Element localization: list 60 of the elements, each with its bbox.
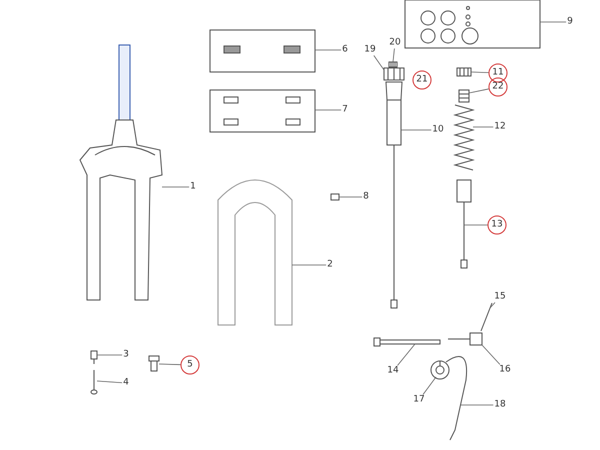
callout-number: 17 — [412, 394, 426, 406]
valve-drawing — [148, 356, 160, 372]
leader-line — [397, 344, 416, 366]
circled-callout-number: 22 — [488, 78, 508, 96]
callout-number: 7 — [341, 104, 349, 116]
callout-number: 2 — [326, 260, 334, 270]
callout-number: 3 — [122, 350, 130, 360]
callout-number: 14 — [386, 366, 400, 376]
callout-number: 19 — [363, 44, 377, 56]
callout-number: 4 — [122, 378, 130, 388]
callout-number: 9 — [566, 16, 574, 28]
callout-number: 18 — [493, 400, 507, 410]
circled-callout-number: 13 — [488, 216, 506, 234]
leader-line — [292, 264, 327, 266]
fork-crown-drawing — [79, 44, 163, 300]
leader-line — [460, 404, 494, 406]
leader-line — [470, 72, 489, 74]
bolt-drawing — [90, 350, 98, 364]
top-cap-drawing — [456, 68, 472, 76]
leader-line — [96, 380, 123, 384]
circled-callout-number: 11 — [488, 64, 508, 82]
leader-line — [482, 344, 500, 365]
leader-line — [422, 376, 436, 395]
callout-number: 10 — [431, 124, 445, 136]
circled-callout-number: 21 — [412, 70, 432, 90]
leader-line — [392, 48, 395, 62]
axle-nut-drawing — [448, 332, 482, 346]
spacer-drawing — [458, 90, 470, 102]
seal-kit-drawing — [404, 0, 540, 48]
callout-number: 16 — [498, 364, 512, 376]
callout-number: 20 — [388, 38, 402, 48]
damper-cap-drawing — [384, 68, 404, 80]
knob-drawing — [388, 62, 398, 68]
leader-line — [96, 354, 123, 356]
leader-line — [162, 186, 190, 188]
bumper-kit-drawing — [210, 90, 316, 132]
callout-number: 15 — [493, 292, 507, 302]
spring-drawing — [453, 104, 475, 170]
leader-line — [373, 55, 384, 70]
spring-rod-drawing — [456, 180, 472, 268]
leader-line — [464, 224, 488, 226]
bumper-kit-drawing — [210, 30, 316, 72]
leader-line — [490, 302, 496, 308]
damper-cartridge-drawing — [385, 82, 403, 308]
remote-lever-drawing — [430, 360, 450, 380]
leader-line — [338, 196, 363, 198]
callout-number: 8 — [362, 192, 370, 202]
cable-drawing — [446, 356, 468, 440]
leader-line — [472, 126, 494, 128]
thru-axle-drawing — [374, 338, 440, 346]
bolt-drawing — [90, 370, 98, 394]
callout-number: 6 — [341, 44, 349, 56]
fork-lower-drawing — [218, 180, 292, 326]
callout-number: 1 — [189, 182, 197, 192]
screw-drawing — [330, 194, 340, 200]
leader-line — [158, 364, 181, 366]
callout-number: 12 — [493, 122, 507, 132]
lever-drawing — [480, 302, 492, 332]
circled-callout-number: 5 — [180, 356, 200, 374]
leader-line — [468, 88, 490, 94]
